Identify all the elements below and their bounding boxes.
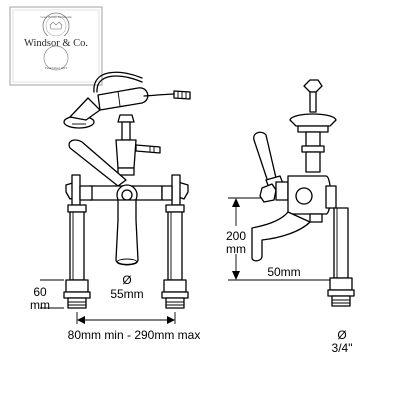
spout-height-value: 200	[226, 229, 246, 243]
inlet-size-value: 3/4"	[332, 341, 353, 355]
left-crosshead	[65, 174, 93, 213]
spout-diameter-symbol: Ø	[122, 273, 131, 287]
dimension-centres: 80mm min - 290mm max	[68, 312, 201, 342]
spout-reach-value: 50mm	[267, 265, 300, 279]
spout-height-unit: mm	[226, 242, 246, 256]
left-height-value: 60	[33, 285, 47, 299]
spout-diameter-value: 55mm	[110, 287, 143, 301]
centres-range: 80mm min - 290mm max	[68, 328, 201, 342]
brand-tagline-bottom: Established 1923	[45, 66, 67, 70]
left-height-unit: mm	[30, 298, 50, 312]
brand-tagline-top: Great British Bathrooms	[40, 15, 72, 19]
dimension-inlet: Ø 3/4"	[332, 328, 353, 355]
brand-logo: Great British Bathrooms Windsor & Co. Es…	[9, 6, 103, 86]
dimension-spout-reach: 50mm	[267, 265, 300, 279]
right-crosshead	[161, 174, 189, 213]
side-view-tap	[251, 79, 355, 307]
shower-handset	[63, 87, 149, 129]
inlet-diameter-symbol: Ø	[337, 328, 346, 342]
dimension-spout-height: 200 mm	[226, 197, 330, 281]
dimension-spout-diameter: Ø 55mm	[110, 273, 143, 301]
dimension-left-height: 60 mm	[30, 279, 64, 312]
brand-name: Windsor & Co.	[24, 38, 88, 49]
front-view-tap	[63, 71, 191, 309]
